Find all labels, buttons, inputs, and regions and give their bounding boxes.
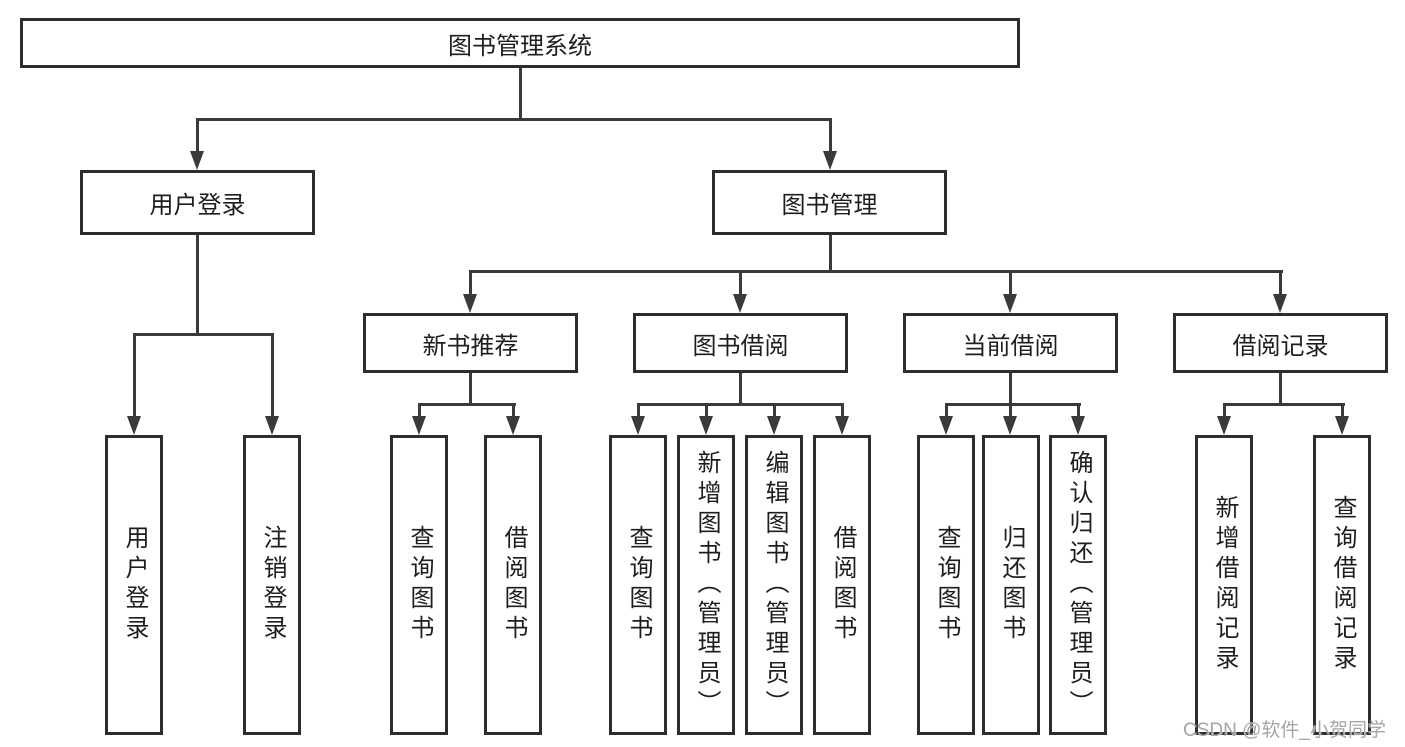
- arrow-down-icon: [1273, 294, 1287, 313]
- connector-records-hbar: [1223, 403, 1345, 406]
- arrow-down-icon: [835, 416, 849, 435]
- leaf-user-login: 用户登录: [105, 435, 163, 735]
- connector-to-user-login: [196, 118, 199, 153]
- node-current-borrowing: 当前借阅: [903, 313, 1118, 373]
- arrow-down-icon: [1003, 294, 1017, 313]
- connector-to-book-borrowing: [739, 270, 742, 296]
- arrow-down-icon: [939, 416, 953, 435]
- node-user-login: 用户登录: [80, 170, 315, 235]
- connector-leaf-stem: [841, 403, 844, 419]
- csdn-watermark: CSDN @软件_小贺同学: [1183, 720, 1386, 741]
- connector-leaf-stem: [418, 403, 421, 419]
- connector-leaf-stem: [945, 403, 948, 419]
- connector-user-login-stem: [196, 235, 199, 336]
- connector-leaf-stem: [1077, 403, 1080, 419]
- arrow-down-icon: [823, 151, 837, 170]
- arrow-down-icon: [699, 416, 713, 435]
- node-book-management: 图书管理: [712, 170, 947, 235]
- leaf-query-books-recommend: 查询图书: [390, 435, 448, 735]
- node-book-borrowing: 图书借阅: [633, 313, 848, 373]
- connector-to-current-borrowing: [1009, 270, 1012, 296]
- connector-to-leaf-logout: [271, 333, 274, 417]
- connector-current-stem: [1009, 373, 1012, 406]
- connector-leaf-stem: [1341, 403, 1344, 419]
- connector-root-hbar: [196, 118, 832, 121]
- connector-recommend-hbar: [418, 403, 516, 406]
- connector-leaf-stem: [1009, 403, 1012, 419]
- arrow-down-icon: [190, 151, 204, 170]
- leaf-logout: 注销登录: [243, 435, 301, 735]
- connector-book-management-hbar: [469, 270, 1283, 273]
- connector-to-borrowing-records: [1279, 270, 1282, 296]
- node-library-system: 图书管理系统: [20, 18, 1020, 68]
- connector-leaf-stem: [705, 403, 708, 419]
- connector-recommend-stem: [469, 373, 472, 406]
- leaf-add-borrow-record: 新增借阅记录: [1195, 435, 1253, 735]
- node-new-book-recommendation: 新书推荐: [363, 313, 578, 373]
- arrow-down-icon: [767, 416, 781, 435]
- connector-borrowing-stem: [739, 373, 742, 406]
- arrow-down-icon: [412, 416, 426, 435]
- leaf-return-books: 归还图书: [982, 435, 1040, 735]
- connector-leaf-stem: [637, 403, 640, 419]
- arrow-down-icon: [265, 416, 279, 435]
- arrow-down-icon: [506, 416, 520, 435]
- arrow-down-icon: [127, 416, 141, 435]
- arrow-down-icon: [733, 294, 747, 313]
- connector-to-leaf-user-login: [133, 333, 136, 417]
- leaf-confirm-return-admin: 确认归还（管理员）: [1049, 435, 1107, 735]
- connector-records-stem: [1279, 373, 1282, 406]
- connector-current-hbar: [945, 403, 1081, 406]
- node-borrowing-records: 借阅记录: [1173, 313, 1388, 373]
- arrow-down-icon: [1071, 416, 1085, 435]
- connector-user-login-hbar: [133, 333, 274, 336]
- connector-to-new-book-recommendation: [469, 270, 472, 296]
- connector-borrowing-hbar: [637, 403, 844, 406]
- arrow-down-icon: [1003, 416, 1017, 435]
- leaf-query-borrow-record: 查询借阅记录: [1313, 435, 1371, 735]
- connector-leaf-stem: [773, 403, 776, 419]
- leaf-query-books-current: 查询图书: [917, 435, 975, 735]
- arrow-down-icon: [1217, 416, 1231, 435]
- leaf-add-book-admin: 新增图书（管理员）: [677, 435, 735, 735]
- arrow-down-icon: [631, 416, 645, 435]
- connector-leaf-stem: [1223, 403, 1226, 419]
- arrow-down-icon: [463, 294, 477, 313]
- connector-root-stem: [519, 68, 522, 120]
- leaf-borrow-books-recommend: 借阅图书: [484, 435, 542, 735]
- connector-book-management-stem: [829, 235, 832, 273]
- leaf-edit-book-admin: 编辑图书（管理员）: [745, 435, 803, 735]
- connector-leaf-stem: [512, 403, 515, 419]
- arrow-down-icon: [1335, 416, 1349, 435]
- leaf-query-books-borrowing: 查询图书: [609, 435, 667, 735]
- leaf-borrow-books-borrowing: 借阅图书: [813, 435, 871, 735]
- connector-to-book-management: [829, 118, 832, 153]
